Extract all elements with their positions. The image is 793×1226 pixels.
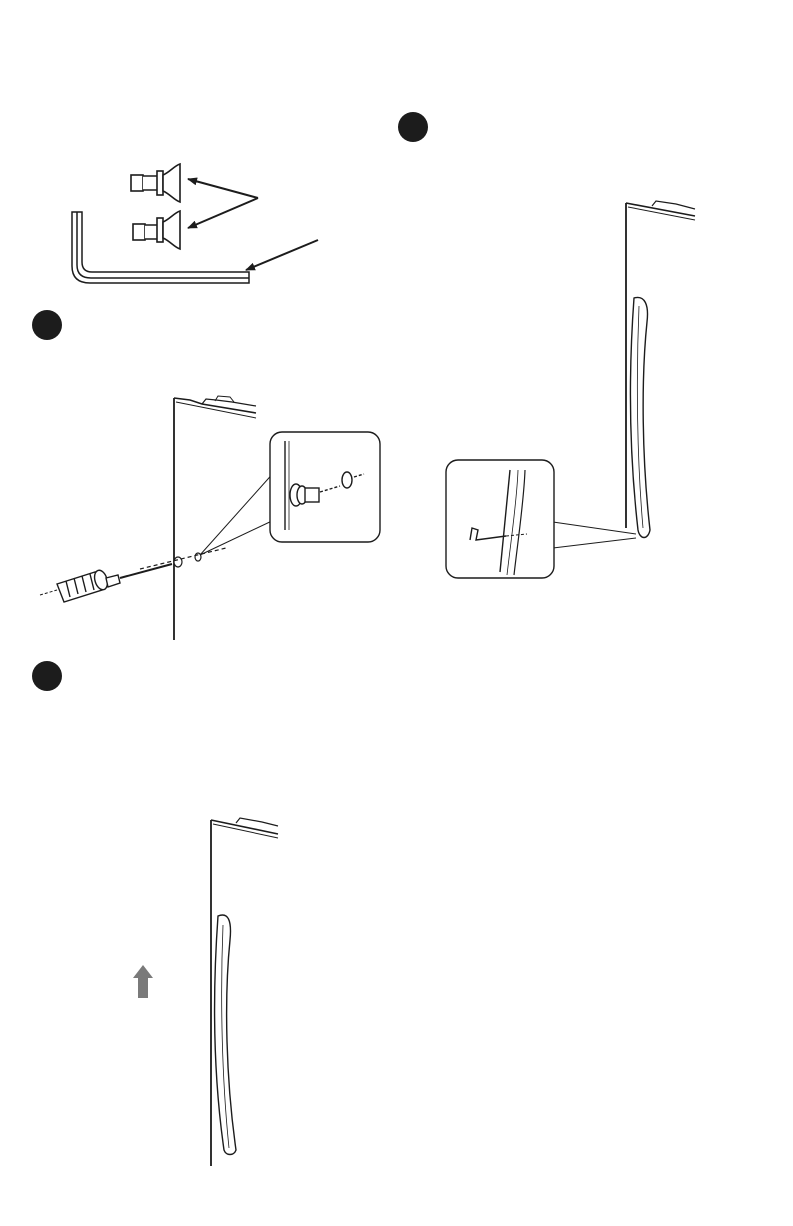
handle-mounting-screw-icon [133, 211, 180, 249]
handle-mounting-screw-icon [131, 164, 180, 202]
door-icon [174, 396, 256, 640]
handle-icon [215, 915, 236, 1155]
handle-icon [631, 297, 650, 537]
up-arrow-icon [133, 965, 153, 998]
screwdriver-icon [40, 564, 172, 602]
